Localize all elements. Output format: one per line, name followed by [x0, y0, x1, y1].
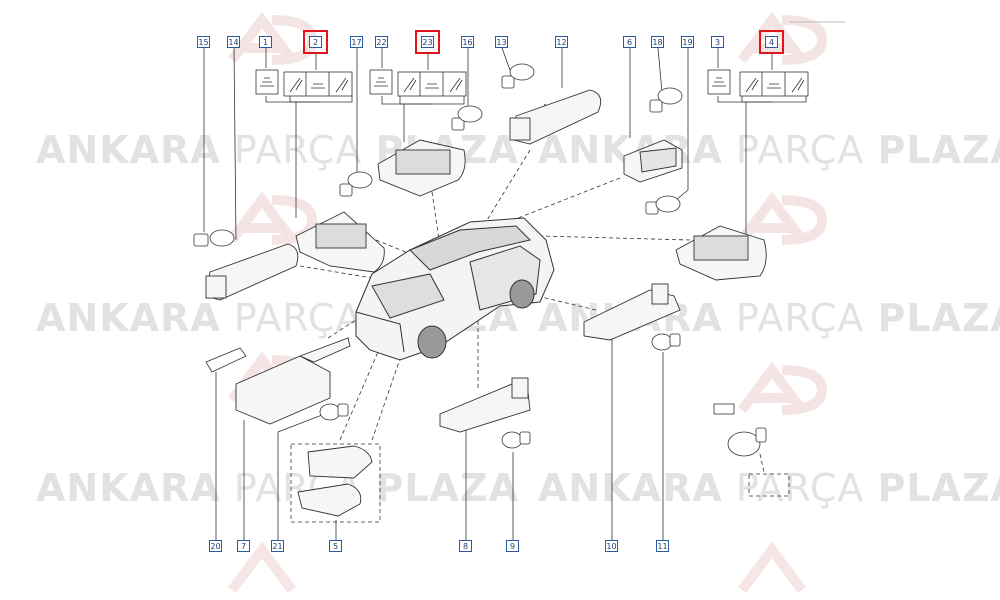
dash-line: [759, 453, 765, 473]
callout-8: 8: [459, 540, 472, 552]
bracket-3-4: [717, 96, 772, 103]
callout-17: 17: [350, 36, 363, 48]
callout-6: 6: [623, 36, 636, 48]
bulb-right-wedge: [713, 403, 767, 457]
lamp-housing-6: [623, 139, 683, 183]
callout-9: 9: [506, 540, 519, 552]
callout-22: 22: [375, 36, 388, 48]
bulb-13: [501, 63, 535, 89]
bracket-4: [741, 96, 807, 103]
car-illustration: [355, 217, 555, 361]
bulb-9: [501, 431, 531, 449]
ap-logo-watermark: [738, 361, 828, 415]
lamp-housing-12: [509, 89, 602, 145]
callout-5: 5: [329, 540, 342, 552]
dash-line: [469, 149, 531, 249]
callout-1: 1: [259, 36, 272, 48]
dashed-box-5: [290, 443, 381, 523]
dash-line: [539, 235, 691, 241]
bulb-20-festoon: [205, 347, 247, 373]
bracket-1-2: [265, 96, 320, 103]
callout-18: 18: [651, 36, 664, 48]
leader-14: [233, 47, 237, 241]
callout-10: 10: [605, 540, 618, 552]
leader-18: [657, 47, 663, 93]
dome-light-right: [675, 225, 767, 281]
lamp-housing-7: [235, 337, 351, 425]
ap-logo-watermark: [228, 191, 318, 245]
bulb-19: [645, 195, 681, 215]
callout-15: 15: [197, 36, 210, 48]
highlight-callout-4: [759, 30, 784, 54]
dome-light-left: [295, 211, 385, 273]
symbol-box-22-23: [369, 69, 467, 97]
highlight-callout-2: [303, 30, 328, 54]
callout-20: 20: [209, 540, 222, 552]
callout-2: 2: [309, 36, 322, 48]
dash-line: [375, 239, 431, 263]
bulb-17: [339, 171, 373, 197]
callout-4: 4: [765, 36, 778, 48]
lamp-housing-14: [205, 243, 299, 301]
lamp-housing-10: [583, 283, 681, 341]
dash-line: [299, 265, 397, 283]
bracket-22-23: [381, 96, 432, 105]
leader-21b: [277, 414, 323, 433]
ap-logo-watermark: [228, 11, 318, 65]
callout-13: 13: [495, 36, 508, 48]
callout-7: 7: [237, 540, 250, 552]
bracket-23: [399, 96, 465, 105]
callout-23: 23: [421, 36, 434, 48]
bulb-21: [319, 403, 349, 421]
ap-logo-watermark: [228, 541, 806, 593]
highlight-callout-23: [415, 30, 440, 54]
lamp-housing-5: [297, 445, 373, 517]
bulb-11: [651, 333, 681, 351]
callout-11: 11: [656, 540, 669, 552]
callout-19: 19: [681, 36, 694, 48]
leader-13: [501, 47, 511, 71]
dash-line: [507, 177, 621, 223]
lamp-housing-8: [439, 377, 531, 433]
dome-light-center: [377, 139, 466, 197]
bulb-18: [649, 87, 683, 113]
callout-16: 16: [461, 36, 474, 48]
dash-line: [371, 329, 411, 441]
ap-logo-watermark: [738, 191, 828, 245]
dashed-box-right: [748, 473, 790, 497]
callout-3: 3: [711, 36, 724, 48]
bulb-15: [193, 229, 235, 247]
symbol-box-1-2: [255, 69, 353, 97]
callout-21: 21: [271, 540, 284, 552]
bulb-16: [451, 105, 483, 131]
callout-12: 12: [555, 36, 568, 48]
callout-14: 14: [227, 36, 240, 48]
symbol-box-3-4: [707, 69, 809, 97]
bracket-2: [289, 96, 353, 103]
